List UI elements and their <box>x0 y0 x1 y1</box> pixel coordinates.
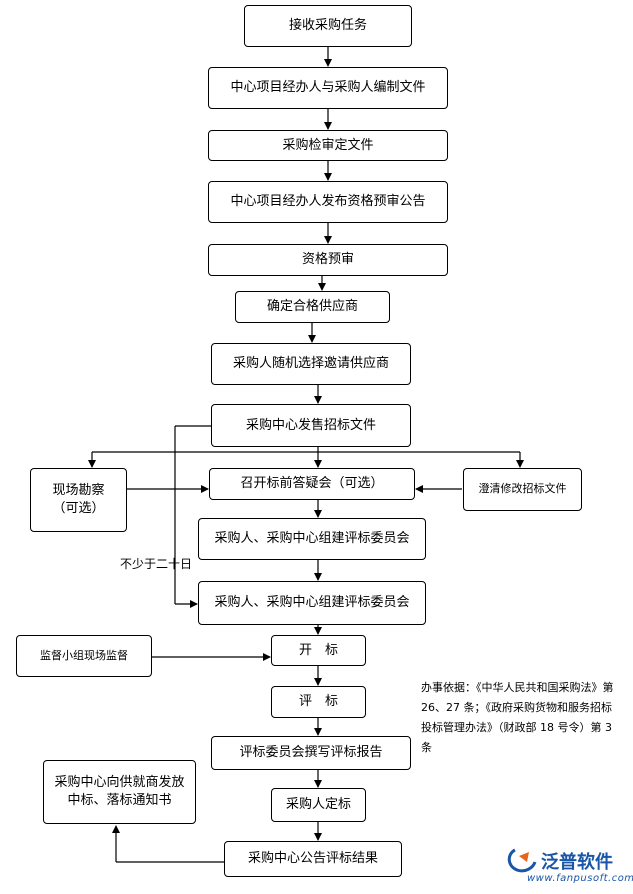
side-notify: 采购中心向供就商发放中标、落标通知书 <box>43 760 196 824</box>
step-prepare-docs: 中心项目经办人与采购人编制文件 <box>208 67 448 109</box>
logo-name: 泛普软件 <box>541 852 613 873</box>
side-site-survey: 现场勘察（可选） <box>30 468 127 532</box>
step-prebid-meeting: 召开标前答疑会（可选） <box>209 468 415 500</box>
step-random-invite: 采购人随机选择邀请供应商 <box>211 343 411 385</box>
step-receive-task: 接收采购任务 <box>244 5 412 47</box>
step-form-committee-1: 采购人、采购中心组建评标委员会 <box>198 518 426 560</box>
step-review-docs: 采购检审定文件 <box>208 130 448 161</box>
step-write-report: 评标委员会撰写评标报告 <box>211 736 411 770</box>
brand-logo: 泛普软件 www.fanpusoft.com <box>505 846 633 890</box>
step-announce: 采购中心公告评标结果 <box>224 841 402 877</box>
step-prequal: 资格预审 <box>208 244 448 276</box>
step-sell-docs: 采购中心发售招标文件 <box>211 404 411 447</box>
logo-icon <box>507 848 537 873</box>
legal-basis-note: 办事依据：《中华人民共和国采购法》第 26、27 条；《政府采购货物和服务招标投… <box>421 681 614 754</box>
step-publish-prequal: 中心项目经办人发布资格预审公告 <box>208 181 448 223</box>
step-qualified-suppliers: 确定合格供应商 <box>235 291 390 323</box>
side-clarify-docs: 澄清修改招标文件 <box>463 468 582 511</box>
step-open-bid: 开 标 <box>271 635 366 666</box>
logo-url: www.fanpusoft.com <box>527 873 633 884</box>
step-evaluate: 评 标 <box>271 686 366 718</box>
min-days-label: 不少于二十日 <box>120 557 193 571</box>
step-form-committee-2: 采购人、采购中心组建评标委员会 <box>198 581 426 625</box>
side-supervision: 监督小组现场监督 <box>16 635 152 677</box>
step-decide: 采购人定标 <box>271 788 366 822</box>
